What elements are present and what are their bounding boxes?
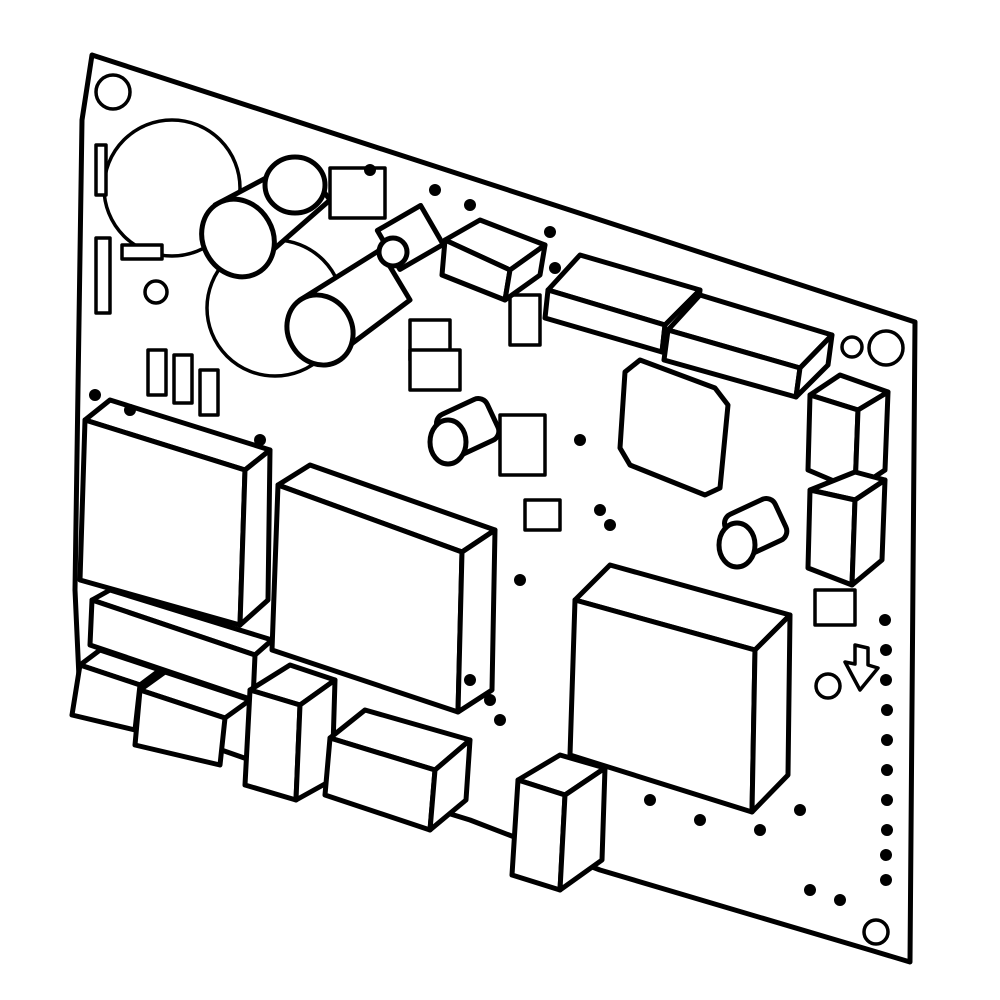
relay (439, 217, 548, 303)
solder-dot (124, 404, 136, 416)
solder-dot (754, 824, 766, 836)
terminal-connector (87, 587, 275, 703)
solder-points (89, 164, 893, 906)
solder-dot (514, 574, 526, 586)
capacitor (427, 396, 502, 467)
mounting-hole (94, 73, 132, 111)
solder-dot (464, 199, 476, 211)
solder-dot (484, 694, 496, 706)
capacitor (716, 496, 790, 570)
solder-dot (834, 894, 846, 906)
mounting-hole (814, 672, 842, 700)
solder-dot (880, 644, 892, 656)
mounting-hole (862, 918, 890, 946)
solder-dot (881, 824, 893, 836)
solder-dot (644, 794, 656, 806)
connector (805, 469, 888, 588)
capacitor (374, 202, 446, 272)
mounting-hole (867, 329, 905, 367)
transformer (269, 462, 498, 715)
connector (805, 372, 891, 493)
terminal-connector (509, 752, 608, 893)
capacitor (284, 247, 413, 368)
solder-dot (464, 674, 476, 686)
solder-dot (594, 504, 606, 516)
microcontroller-chip (617, 357, 731, 498)
mounting-hole (143, 279, 169, 305)
solder-dot (881, 794, 893, 806)
solder-dot (880, 849, 892, 861)
solder-dot (694, 814, 706, 826)
solder-dot (429, 184, 441, 196)
solder-dot (549, 262, 561, 274)
solder-dot (881, 764, 893, 776)
solder-dot (89, 389, 101, 401)
transformer (567, 562, 793, 815)
relay (661, 292, 835, 400)
solder-dot (364, 164, 376, 176)
solder-dot (254, 434, 266, 446)
arrow-down-icon (843, 643, 880, 692)
solder-dot (604, 519, 616, 531)
solder-dot (879, 614, 891, 626)
solder-dot (794, 804, 806, 816)
transformer (77, 397, 273, 628)
terminal-connector (322, 707, 473, 833)
solder-dot (881, 704, 893, 716)
solder-dot (494, 714, 506, 726)
solder-dot (804, 884, 816, 896)
solder-dot (544, 226, 556, 238)
solder-dot (880, 674, 892, 686)
solder-dot (574, 434, 586, 446)
solder-dot (880, 874, 892, 886)
solder-dot (881, 734, 893, 746)
mounting-hole (840, 335, 864, 359)
resistor-array (94, 143, 857, 627)
terminal-connector (242, 662, 338, 803)
